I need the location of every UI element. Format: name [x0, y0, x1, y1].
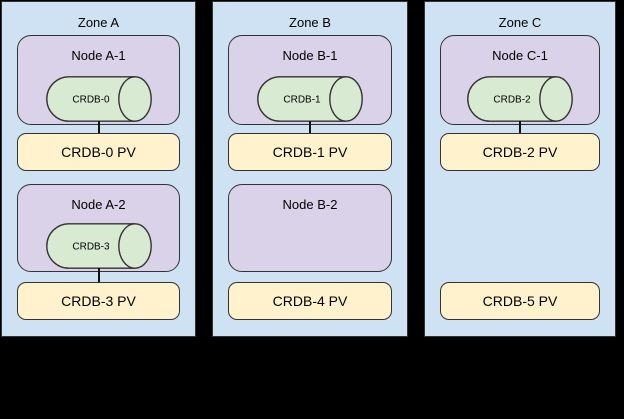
node-title: Node B-1 [282, 48, 338, 63]
pv-box: CRDB-3 PV [17, 282, 180, 320]
node-title: Node B-2 [282, 197, 338, 212]
pod-cylinder-icon: CRDB-3 [45, 223, 152, 269]
node-box: Node B-2 [228, 184, 392, 272]
pv-label: CRDB-5 PV [482, 293, 558, 309]
node-title: Node C-1 [492, 48, 548, 63]
pv-label: CRDB-3 PV [61, 293, 136, 309]
node-title: Node A-1 [71, 48, 126, 63]
pod-cylinder-icon: CRDB-0 [45, 76, 152, 122]
pod-label: CRDB-1 [283, 95, 321, 106]
pv-box: CRDB-4 PV [228, 282, 392, 320]
zone-title: Zone C [498, 15, 542, 30]
pv-label: CRDB-4 PV [272, 293, 348, 309]
zone-title: Zone B [289, 15, 331, 30]
pod-cylinder-icon: CRDB-2 [467, 76, 573, 122]
pv-label: CRDB-0 PV [61, 144, 136, 160]
pv-box: CRDB-0 PV [17, 133, 180, 171]
pod-label: CRDB-3 [72, 242, 110, 253]
pod-to-pv-connector [97, 268, 100, 285]
zone-title: Zone A [77, 15, 120, 30]
pv-box: CRDB-1 PV [228, 133, 392, 171]
pv-box: CRDB-2 PV [440, 133, 600, 171]
pv-label: CRDB-2 PV [482, 144, 558, 160]
node-title: Node A-2 [71, 197, 126, 212]
pod-cylinder-icon: CRDB-1 [257, 76, 363, 122]
pod-to-pv-connector [97, 121, 100, 137]
pv-label: CRDB-1 PV [272, 144, 348, 160]
pv-box: CRDB-5 PV [440, 282, 600, 320]
pod-to-pv-connector [309, 121, 311, 137]
pod-to-pv-connector [519, 121, 521, 137]
pod-label: CRDB-0 [72, 95, 110, 106]
pod-label: CRDB-2 [493, 95, 531, 106]
